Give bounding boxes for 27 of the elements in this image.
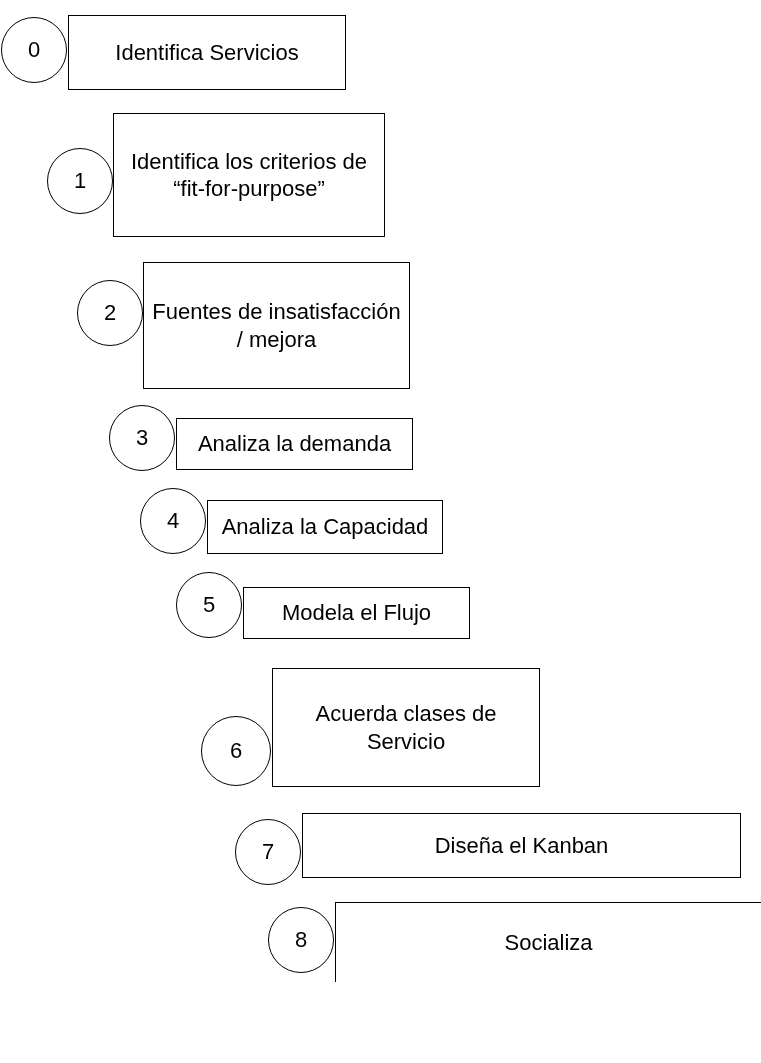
step-number: 6	[229, 737, 243, 765]
step-label: Identifica los criterios de “fit-for-purpose”	[130, 147, 368, 203]
step-number: 1	[73, 167, 87, 195]
step-label: Modela el Flujo	[281, 599, 432, 627]
step-number: 5	[202, 591, 216, 619]
step-box	[113, 113, 385, 237]
step-box	[68, 15, 346, 90]
step-box	[335, 902, 761, 982]
step-box	[143, 262, 410, 389]
step-label: Fuentes de insatisfacción / mejora	[151, 298, 402, 353]
step-box	[176, 418, 413, 470]
step-number: 0	[27, 36, 41, 64]
step-number: 8	[294, 926, 308, 954]
step-label: Socializa	[504, 928, 593, 957]
step-label: Acuerda clases de Servicio	[314, 700, 498, 755]
step-box	[207, 500, 443, 554]
step-label: Diseña el Kanban	[434, 831, 609, 860]
step-number: 4	[166, 507, 180, 535]
step-label: Analiza la Capacidad	[221, 513, 429, 541]
step-label: Analiza la demanda	[197, 430, 392, 458]
step-box	[243, 587, 470, 639]
step-label: Identifica Servicios	[115, 38, 299, 67]
step-number: 2	[103, 299, 117, 327]
step-box	[302, 813, 741, 878]
step-box	[272, 668, 540, 787]
step-number: 7	[261, 838, 275, 866]
step-number: 3	[135, 424, 149, 452]
